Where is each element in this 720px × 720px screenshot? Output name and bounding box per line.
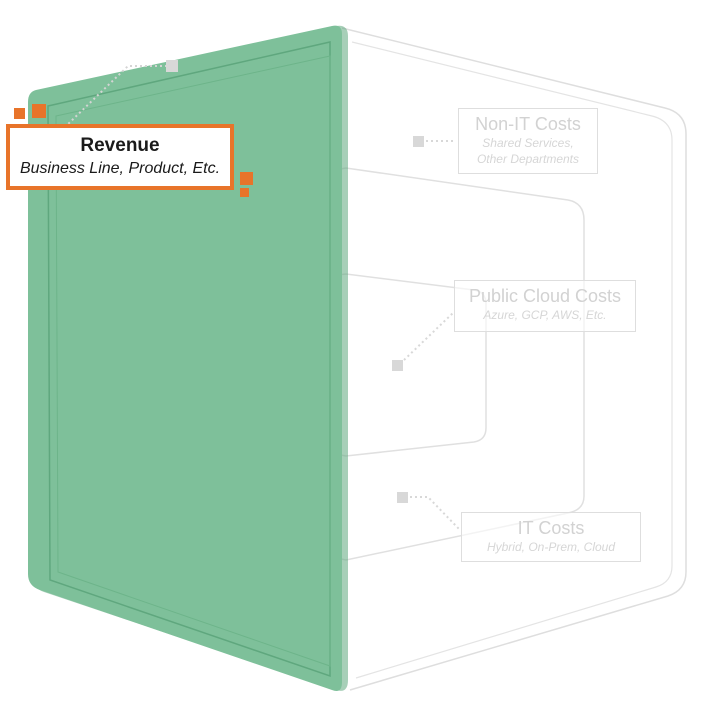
orange-marker-3 xyxy=(240,172,253,185)
revenue-panel-inner-line xyxy=(47,41,331,678)
revenue-panel-inner-line-2 xyxy=(55,55,331,667)
it-costs-marker xyxy=(397,492,408,503)
it-costs-leader xyxy=(410,496,461,531)
non-it-title: Non-IT Costs xyxy=(475,114,581,134)
public-cloud-costs-label: Public Cloud Costs Azure, GCP, AWS, Etc. xyxy=(454,280,636,332)
revenue-title: Revenue xyxy=(80,135,160,156)
non-it-marker xyxy=(413,136,424,147)
public-cloud-title: Public Cloud Costs xyxy=(468,286,622,306)
public-cloud-subtitle: Azure, GCP, AWS, Etc. xyxy=(483,308,607,322)
non-it-subtitle-line1: Shared Services, xyxy=(482,136,574,150)
it-costs-subtitle: Hybrid, On-Prem, Cloud xyxy=(486,540,616,554)
non-it-costs-label: Non-IT Costs Shared Services, Other Depa… xyxy=(458,108,598,174)
revenue-label: Revenue Business Line, Product, Etc. xyxy=(6,124,234,190)
it-costs-label: IT Costs Hybrid, On-Prem, Cloud xyxy=(461,512,641,562)
it-costs-title: IT Costs xyxy=(517,518,585,538)
revenue-leader-line xyxy=(65,65,172,127)
orange-marker-1 xyxy=(14,108,25,119)
revenue-subtitle: Business Line, Product, Etc. xyxy=(19,160,221,177)
outer-layer-outline-inner xyxy=(351,41,673,679)
revenue-top-marker xyxy=(166,60,178,72)
outer-layer-outline xyxy=(341,27,687,691)
orange-marker-4 xyxy=(240,188,249,197)
non-it-subtitle-line2: Other Departments xyxy=(476,152,580,166)
orange-marker-2 xyxy=(32,104,46,118)
revenue-panel xyxy=(28,25,342,691)
public-cloud-marker xyxy=(392,360,403,371)
public-cloud-leader xyxy=(403,311,455,361)
